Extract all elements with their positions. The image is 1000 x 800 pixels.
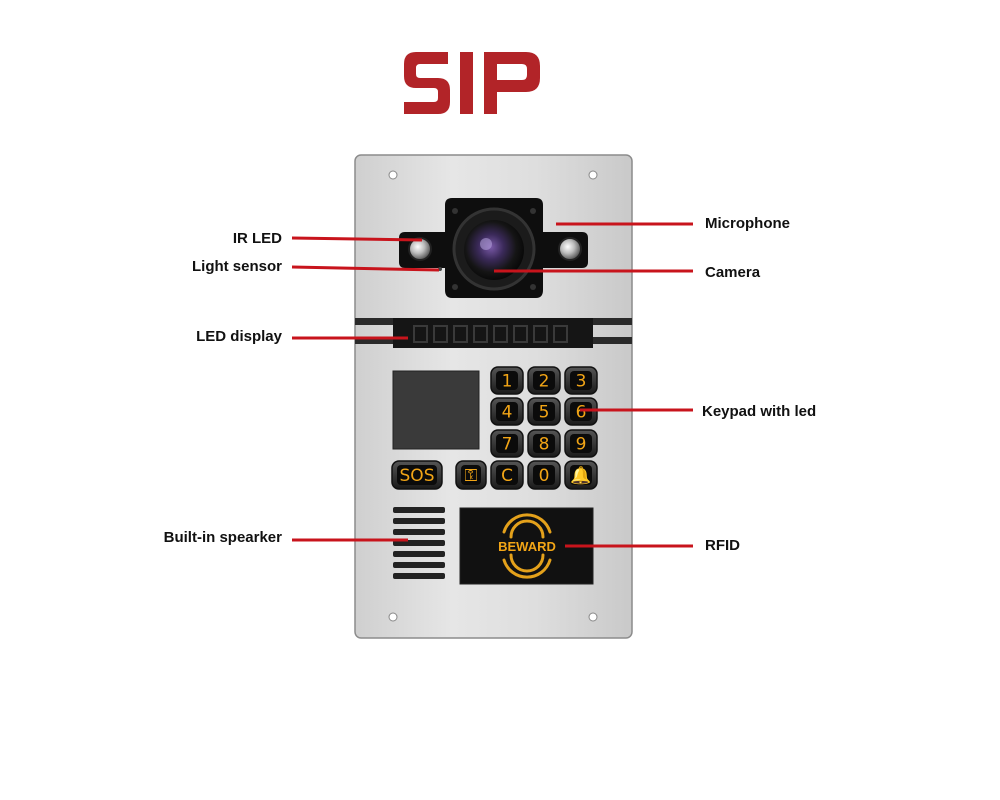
svg-text:C: C <box>501 466 513 486</box>
ir-led-line <box>291 236 423 242</box>
svg-text:6: 6 <box>576 403 587 423</box>
light-sensor-line <box>291 265 440 272</box>
speaker-grille <box>393 507 445 579</box>
label-led-display: LED display <box>196 328 282 345</box>
svg-text:1: 1 <box>502 372 513 392</box>
screw <box>588 170 598 180</box>
svg-text:0: 0 <box>539 466 550 486</box>
label-camera: Camera <box>705 264 761 281</box>
keypad-key: 3 <box>564 366 598 395</box>
label-microphone: Microphone <box>705 215 790 232</box>
label-rfid: RFID <box>705 537 740 554</box>
bell-icon: 🔔 <box>564 460 598 490</box>
ir-led-right <box>558 237 582 261</box>
svg-text:2: 2 <box>539 372 550 392</box>
label-built-in-speaker: Built-in spearker <box>163 529 282 546</box>
screw <box>588 612 598 622</box>
svg-text:4: 4 <box>502 403 513 423</box>
keypad-key: 4 <box>490 397 524 426</box>
svg-text:⚿: ⚿ <box>465 466 478 486</box>
ir-led-left <box>408 237 432 261</box>
label-light-sensor: Light sensor <box>191 258 282 275</box>
keypad-key: 1 <box>490 366 524 395</box>
label-ir-led: IR LED <box>232 230 282 247</box>
keypad-key: 6 <box>564 397 598 426</box>
screw <box>388 170 398 180</box>
led-display <box>355 318 632 348</box>
keypad-key: 5 <box>527 397 561 426</box>
svg-text:7: 7 <box>502 435 513 455</box>
camera-lens <box>464 220 524 280</box>
svg-text:SOS: SOS <box>400 466 435 486</box>
name-plate-window <box>392 370 480 450</box>
screw <box>388 612 398 622</box>
keypad-key: 8 <box>527 429 561 458</box>
sip-logo <box>404 52 540 114</box>
keypad-key: 2 <box>527 366 561 395</box>
camera-module <box>399 198 588 298</box>
keypad-key: 9 <box>564 429 598 458</box>
svg-text:9: 9 <box>576 435 587 455</box>
sos-key: SOS <box>391 460 443 490</box>
keypad-key: 0 <box>527 460 561 490</box>
keypad-key: 7 <box>490 429 524 458</box>
svg-text:5: 5 <box>539 403 550 423</box>
keypad-key: C <box>490 460 524 490</box>
svg-text:8: 8 <box>539 435 550 455</box>
label-keypad: Keypad with led <box>702 403 817 420</box>
svg-text:🔔: 🔔 <box>570 466 591 486</box>
key-icon: ⚿ <box>455 460 487 490</box>
svg-text:3: 3 <box>576 372 587 392</box>
rfid-brand: BEWARD <box>498 539 556 554</box>
